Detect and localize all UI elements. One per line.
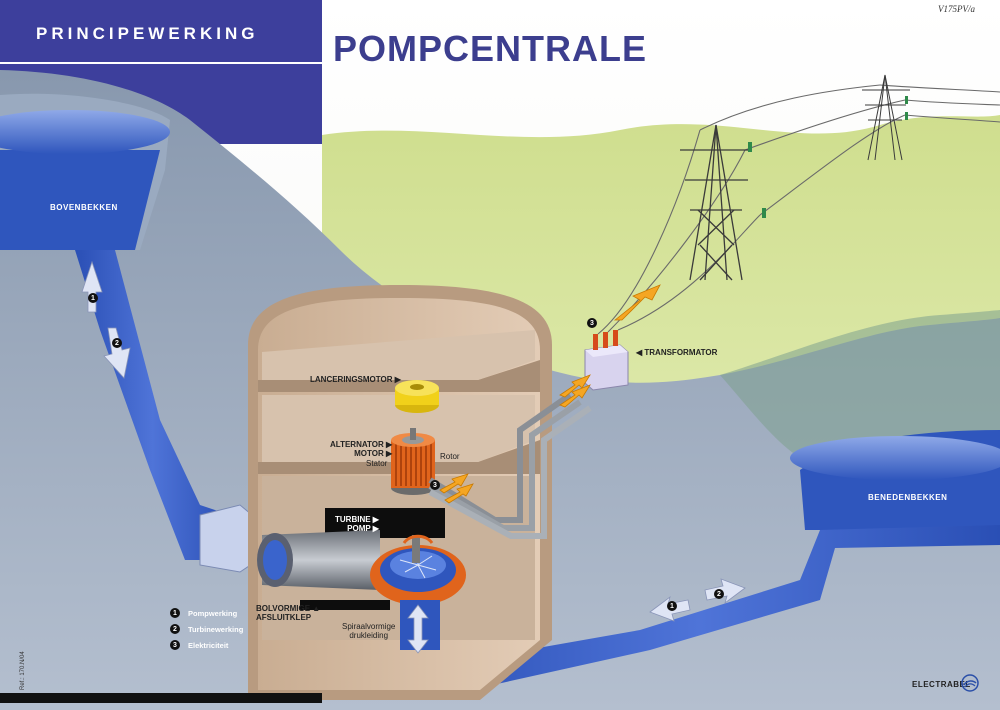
- label-spiraal-line1: Spiraalvormige: [342, 622, 395, 631]
- upper-reservoir-water: [0, 150, 160, 250]
- marker-1-penstock: 1: [88, 293, 98, 303]
- label-alternator-motor: ALTERNATOR ▶ MOTOR ▶: [330, 440, 392, 458]
- label-rotor: Rotor: [440, 452, 460, 461]
- spherical-valve-opening: [263, 540, 287, 580]
- legend-text: Turbinewerking: [188, 625, 243, 634]
- marker-3-generator: 3: [430, 480, 440, 490]
- legend: 1 Pompwerking 2 Turbinewerking 3 Elektri…: [170, 605, 243, 653]
- legend-item: 1 Pompwerking: [170, 605, 243, 621]
- label-bolvormige-afsluitklep: BOLVORMIGE ▲ AFSLUITKLEP: [256, 604, 320, 622]
- header-divider: [0, 62, 322, 64]
- label-turbine-pomp: TURBINE ▶ POMP ▶: [335, 515, 379, 533]
- lower-reservoir-surface: [790, 436, 1000, 480]
- launch-motor-hub: [410, 384, 424, 390]
- legend-number: 1: [170, 608, 180, 618]
- label-transformator: ◀ TRANSFORMATOR: [636, 348, 717, 357]
- label-spiraal: Spiraalvormige drukleiding: [342, 622, 395, 640]
- label-spiraal-line2: drukleiding: [342, 631, 395, 640]
- header-subtitle: PRINCIPEWERKING: [36, 24, 258, 44]
- legend-text: Elektriciteit: [188, 641, 228, 650]
- label-motor-text: MOTOR: [354, 449, 384, 458]
- generator-stator: [391, 440, 435, 488]
- label-transformator-text: TRANSFORMATOR: [644, 348, 717, 357]
- page-title: POMPCENTRALE: [333, 28, 647, 70]
- label-afsluitklep-text: AFSLUITKLEP: [256, 613, 320, 622]
- label-bovenbekken: BOVENBEKKEN: [50, 203, 118, 212]
- legend-item: 2 Turbinewerking: [170, 621, 243, 637]
- label-turbine-text: TURBINE: [335, 515, 371, 524]
- marker-2-penstock: 2: [112, 338, 122, 348]
- label-stator: Stator: [366, 459, 387, 468]
- label-lanceringsmotor-text: LANCERINGSMOTOR: [310, 375, 393, 384]
- marker-1-tailrace: 1: [667, 601, 677, 611]
- generator-shaft: [410, 428, 416, 440]
- marker-3-transformer: 3: [587, 318, 597, 328]
- marker-2-tailrace: 2: [714, 589, 724, 599]
- legend-text: Pompwerking: [188, 609, 237, 618]
- bottom-bar: [0, 693, 322, 703]
- handwritten-code: V175PV/a: [938, 4, 975, 14]
- label-benedenbekken: BENEDENBEKKEN: [868, 493, 947, 502]
- reference-code: Ref.: 170.N/04: [20, 651, 26, 690]
- turbine-shaft: [412, 535, 420, 563]
- label-pomp-text: POMP: [347, 524, 370, 533]
- legend-number: 3: [170, 640, 180, 650]
- label-bolvormige-text: BOLVORMIGE: [256, 604, 310, 613]
- electrabel-logo-icon: [961, 674, 979, 692]
- legend-item: 3 Elektriciteit: [170, 637, 243, 653]
- legend-number: 2: [170, 624, 180, 634]
- label-lanceringsmotor: LANCERINGSMOTOR ▶: [310, 375, 401, 384]
- label-alternator-text: ALTERNATOR: [330, 440, 384, 449]
